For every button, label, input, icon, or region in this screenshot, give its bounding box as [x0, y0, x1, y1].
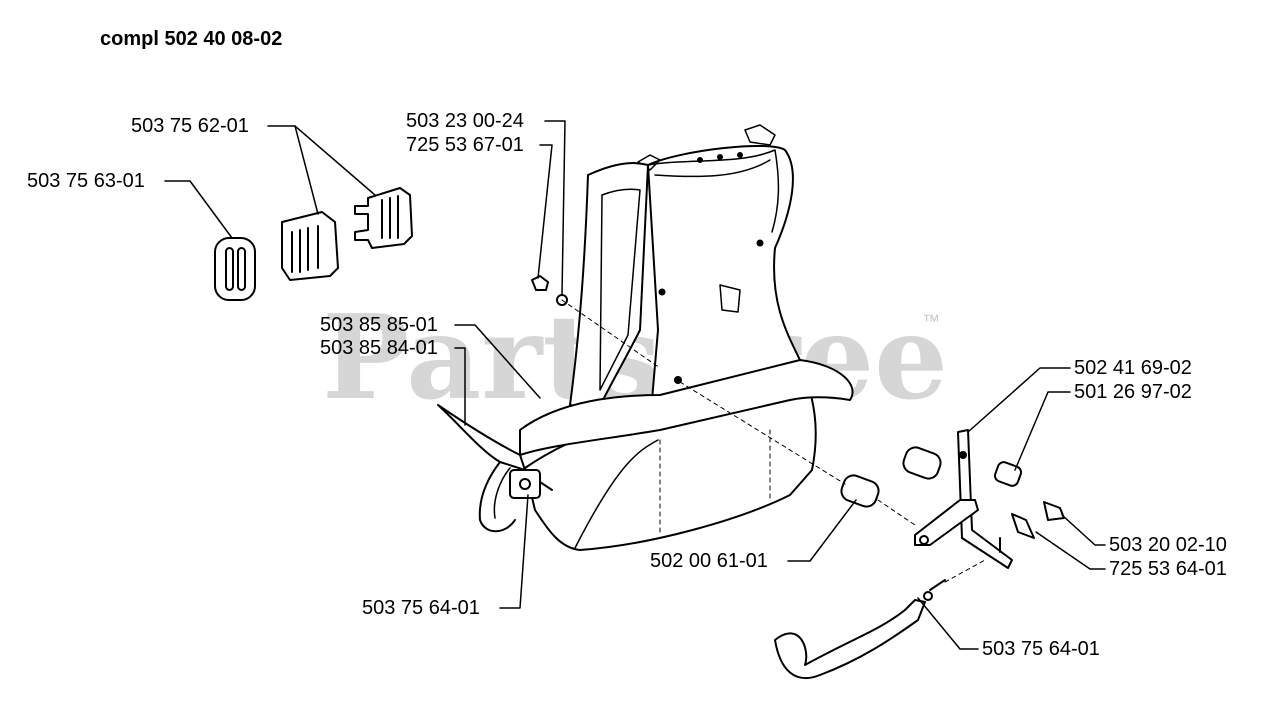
shoulder-strap: [569, 162, 649, 411]
leader-p3: [544, 120, 566, 295]
leader-p10: [1035, 531, 1106, 570]
watermark-trademark: ™: [922, 311, 940, 331]
leader-p8: [1014, 391, 1071, 471]
belt-buckle-hardware: [509, 469, 553, 499]
part-label-503-20-02-10[interactable]: 503 20 02-10: [1109, 534, 1227, 556]
part-label-501-26-97-02[interactable]: 501 26 97-02: [1074, 381, 1192, 403]
leader-p12: [499, 494, 529, 609]
bushing-and-screws: [993, 461, 1065, 539]
leader-p6: [454, 347, 466, 426]
buckle-male: [354, 187, 413, 249]
bracket-assembly: [914, 429, 1013, 569]
assembly-title: compl 502 40 08-02: [100, 28, 283, 50]
strap-adjuster: [214, 237, 256, 301]
leader-p7: [967, 367, 1071, 433]
part-label-503-23-00-24[interactable]: 503 23 00-24: [406, 110, 524, 132]
part-label-502-41-69-02[interactable]: 502 41 69-02: [1074, 357, 1192, 379]
leader-lines: [164, 120, 1106, 650]
part-label-503-75-62-01[interactable]: 503 75 62-01: [131, 115, 249, 137]
part-label-725-53-67-01[interactable]: 725 53 67-01: [406, 134, 524, 156]
lower-strap: [774, 559, 986, 680]
leader-p2: [164, 180, 233, 239]
leader-p13: [917, 597, 979, 650]
leader-p4: [537, 144, 553, 279]
part-label-725-53-64-01[interactable]: 725 53 64-01: [1109, 558, 1227, 580]
part-label-503-75-63-01[interactable]: 503 75 63-01: [27, 170, 145, 192]
leader-p1: [267, 125, 376, 196]
rubber-spacer: [679, 381, 942, 526]
part-label-503-85-84-01[interactable]: 503 85 84-01: [320, 337, 438, 359]
leader-p9: [1061, 514, 1106, 546]
leader-p5: [454, 324, 541, 399]
part-label-503-85-85-01[interactable]: 503 85 85-01: [320, 314, 438, 336]
leader-p11: [787, 499, 857, 562]
part-label-502-00-61-01[interactable]: 502 00 61-01: [650, 550, 768, 572]
part-label-503-75-64-01-right[interactable]: 503 75 64-01: [982, 638, 1100, 660]
buckle-female: [281, 211, 339, 281]
part-label-503-75-64-01-left[interactable]: 503 75 64-01: [362, 597, 480, 619]
harness-back-plate: [524, 124, 817, 551]
screw-and-washer: [531, 275, 661, 369]
